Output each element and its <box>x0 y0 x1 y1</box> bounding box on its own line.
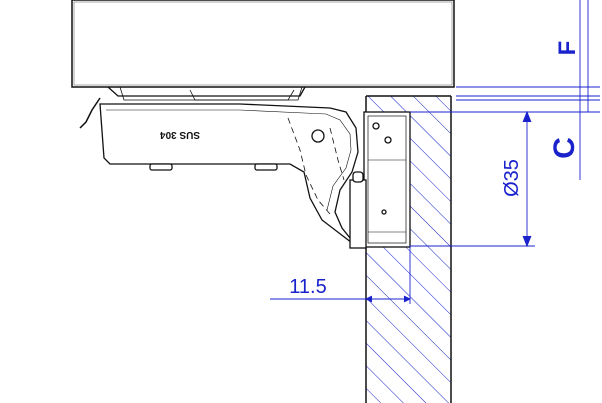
offset-text: 11.5 <box>289 276 326 298</box>
dimension-offset <box>270 246 412 304</box>
engraving-text: SUS 304 <box>160 129 200 140</box>
door-panel-edge <box>73 1 453 86</box>
label-f: F <box>554 41 581 56</box>
hinge-cup <box>349 111 411 249</box>
door-panel <box>71 0 455 88</box>
diameter-text: Ø35 <box>501 159 523 197</box>
hinge-arm <box>79 86 359 247</box>
dimension-diameter <box>410 110 535 248</box>
dimension-f <box>456 0 600 112</box>
label-c: C <box>548 137 581 159</box>
